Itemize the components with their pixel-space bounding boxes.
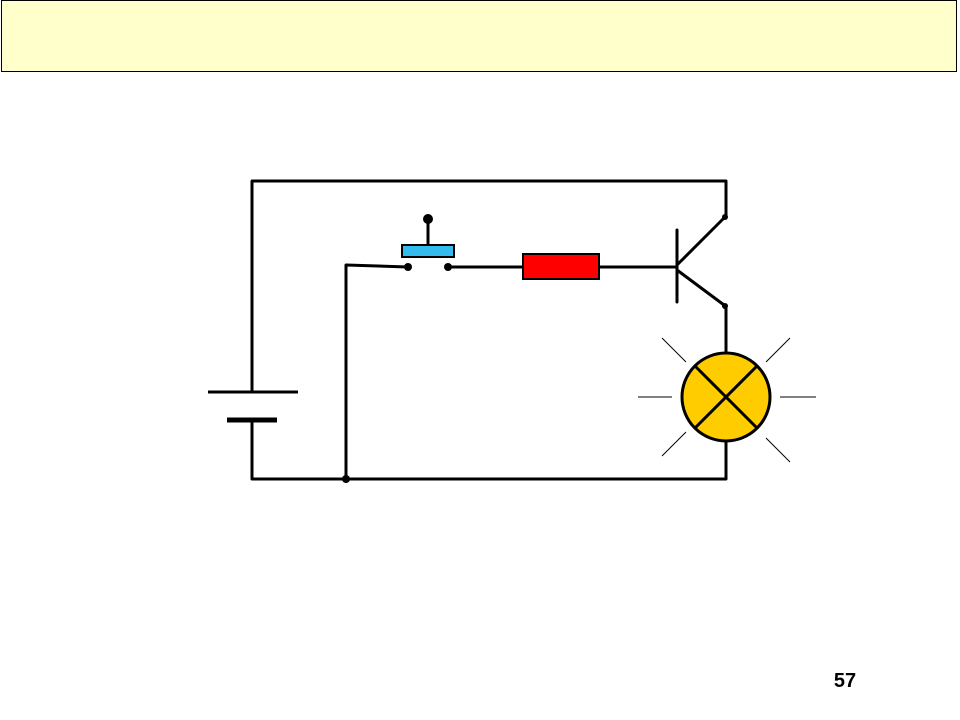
- battery-icon: [208, 390, 298, 423]
- wire-bottom-loop: [250, 418, 728, 481]
- wires: [250, 179, 728, 481]
- lamp-icon: [680, 351, 772, 443]
- lamp-rays: [638, 337, 816, 463]
- push-switch-icon[interactable]: [401, 214, 455, 271]
- wire-top-loop: [250, 179, 728, 394]
- page-number: 57: [833, 670, 857, 692]
- transistor-icon: [675, 214, 728, 309]
- junction-dot: [342, 475, 350, 483]
- wire-switch-feed: [344, 263, 410, 481]
- title-bar: [1, 0, 957, 72]
- resistor-icon: [522, 253, 600, 280]
